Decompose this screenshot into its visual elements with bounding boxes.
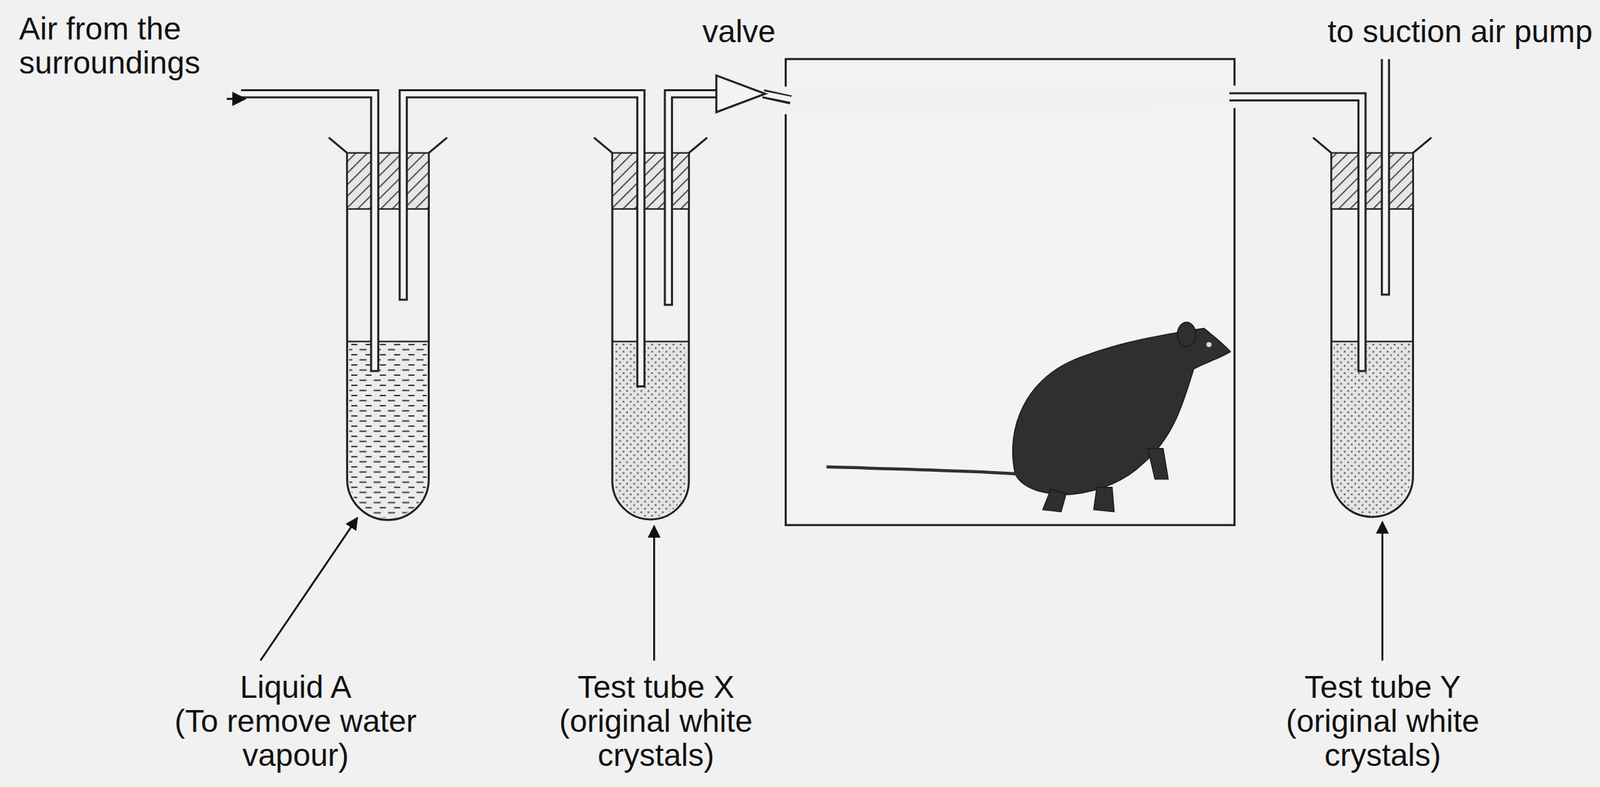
part-note: (original white crystals) [512,704,799,773]
part-note: (original white crystals) [1239,704,1526,773]
part-note: (To remove water vapour) [152,704,439,773]
part-name: Liquid A [152,670,439,705]
test-tube-y [1313,137,1432,517]
air-arrow [226,98,246,101]
leader-arrows [260,518,1383,662]
part-name: Test tube Y [1239,670,1526,705]
animal-chamber [786,59,1235,526]
inlet-label: Air from the surroundings [19,12,251,80]
test-tube-a [328,137,448,521]
valve-symbol [716,75,766,113]
test-tube-x [593,137,708,520]
rat [826,322,1231,513]
valve-label: valve [670,14,808,50]
part-name: Test tube X [512,670,799,705]
pump-label: to suction air pump [1265,14,1593,50]
